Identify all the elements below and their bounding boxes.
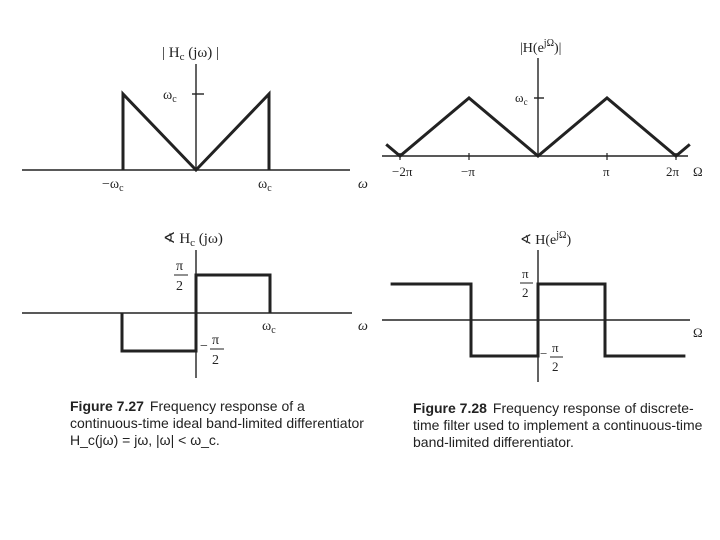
- chart1-xlabel: ω: [358, 177, 368, 192]
- chart-phase-discrete: ∢ H(ejΩ) π 2 − π 2 Ω: [382, 230, 703, 382]
- chart2-xlabel: Ω: [693, 164, 703, 179]
- svg-text:2: 2: [176, 279, 183, 294]
- chart1-ytick-wc: ωc: [163, 88, 177, 105]
- chart2-xtick-negpi: −π: [461, 164, 475, 179]
- svg-text:2: 2: [522, 285, 529, 300]
- caption2-text: Frequency response of discrete-time filt…: [413, 400, 703, 450]
- chart2-ytick-wc: ωc: [515, 90, 528, 107]
- chart2-xtick-neg2pi: −2π: [392, 164, 413, 179]
- chart2-xtick-2pi: 2π: [666, 164, 680, 179]
- chart2-xtick-pi: π: [603, 164, 610, 179]
- chart4-title: ∢ H(ejΩ): [520, 230, 571, 248]
- chart-phase-continuous: ∢ Hc (jω) π 2 − π 2 ωc ω: [22, 231, 368, 378]
- chart4-xlabel: Ω: [693, 325, 703, 340]
- svg-text:2: 2: [552, 359, 559, 374]
- chart2-title: |H(ejΩ)|: [520, 38, 561, 56]
- chart1-xtick-neg-wc: −ωc: [102, 177, 124, 194]
- chart4-ytick-neg-pi-half: − π 2: [540, 340, 563, 374]
- chart3-ytick-pi-half: π 2: [174, 259, 188, 294]
- chart3-title: ∢ Hc (jω): [163, 231, 223, 249]
- chart4-ytick-pi-half: π 2: [520, 266, 533, 300]
- chart1-series-line: [121, 90, 271, 173]
- chart3-series-line: [120, 273, 272, 353]
- svg-text:2: 2: [212, 353, 219, 368]
- svg-text:−: −: [200, 339, 208, 354]
- caption1-label: Figure 7.27: [70, 398, 144, 414]
- svg-text:π: π: [176, 259, 183, 274]
- svg-text:π: π: [552, 340, 559, 355]
- chart1-xtick-wc: ωc: [258, 177, 272, 194]
- svg-text:π: π: [212, 333, 219, 348]
- chart3-ytick-neg-pi-half: − π 2: [200, 333, 224, 368]
- caption2-label: Figure 7.28: [413, 400, 487, 416]
- caption1-text: Frequency response of a continuous-time …: [70, 398, 364, 448]
- chart-magnitude-discrete: |H(ejΩ)| ωc −2π −π π 2π Ω: [382, 38, 703, 179]
- figure-canvas: | Hc (jω) | ωc −ωc ωc ω |H(ejΩ)| ωc −2π …: [22, 38, 703, 382]
- chart2-series-line: [385, 96, 691, 158]
- chart4-series-line: [390, 282, 686, 358]
- chart3-xlabel: ω: [358, 319, 368, 334]
- chart1-title: | Hc (jω) |: [162, 45, 219, 63]
- svg-text:π: π: [522, 266, 529, 281]
- svg-text:−: −: [540, 346, 547, 361]
- chart-magnitude-continuous: | Hc (jω) | ωc −ωc ωc ω: [22, 45, 368, 194]
- chart3-xtick-wc: ωc: [262, 319, 276, 336]
